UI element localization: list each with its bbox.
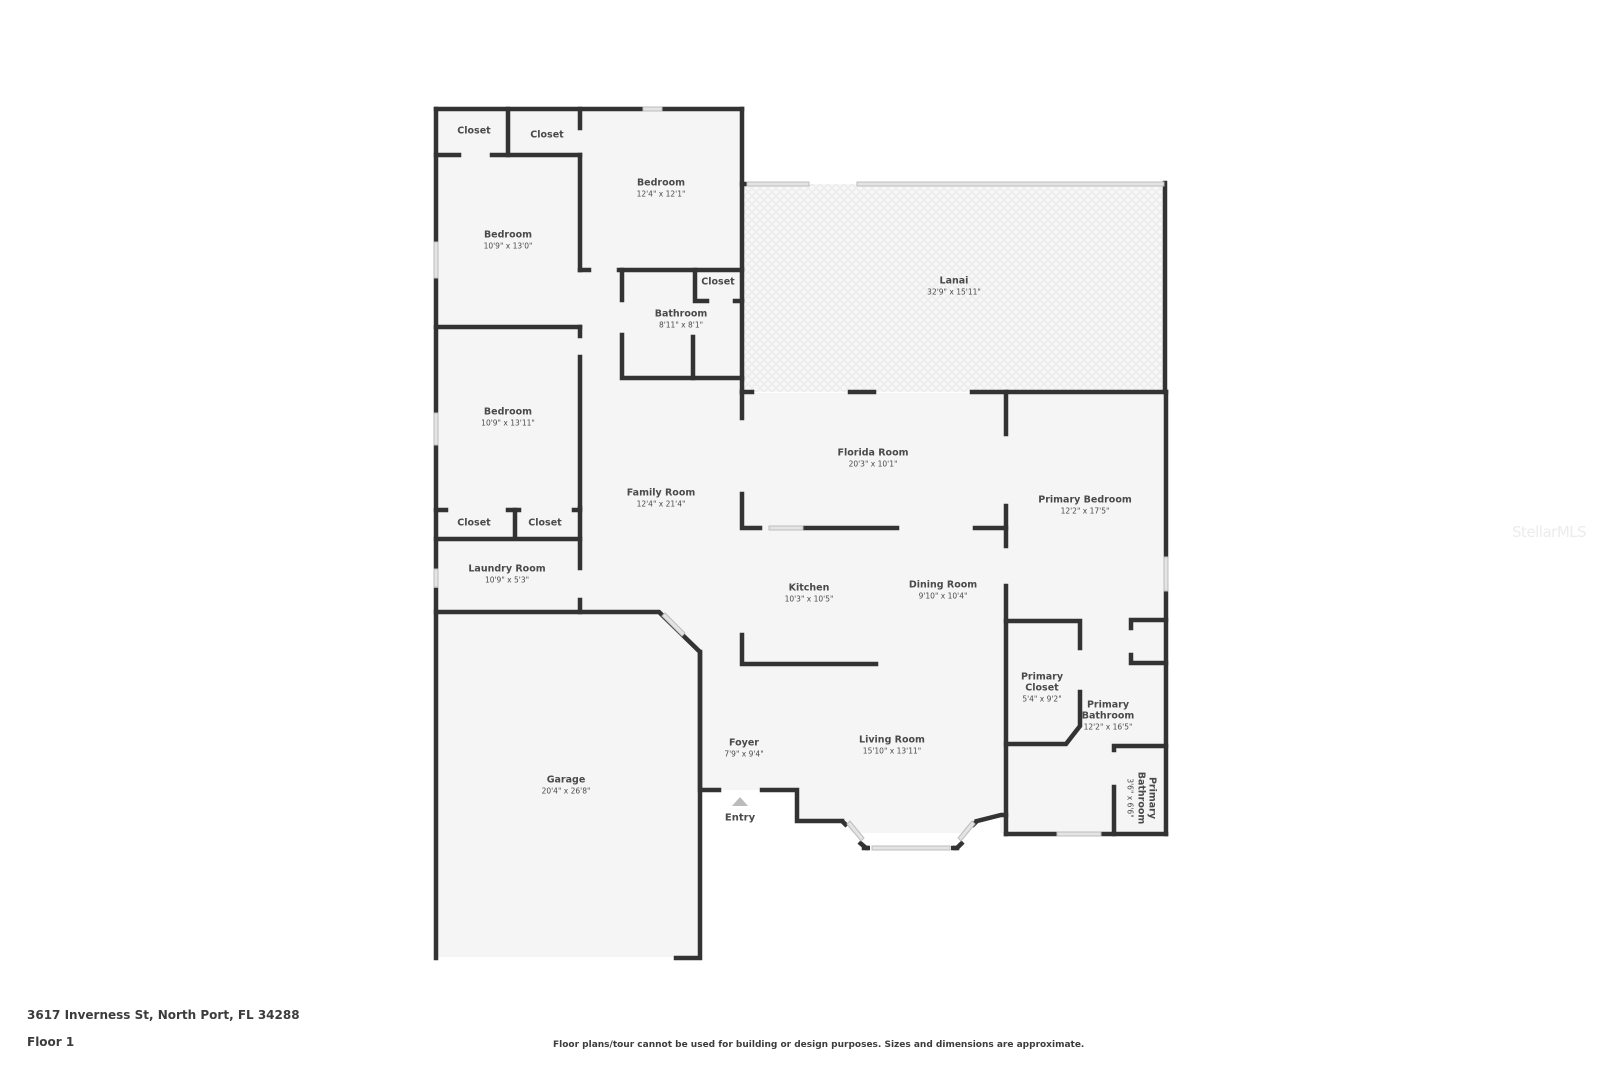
exterior-cutout-entry [701, 790, 1000, 1066]
room-closet-tl2: Closet [530, 129, 564, 141]
address: 3617 Inverness St, North Port, FL 34288 [27, 1008, 300, 1022]
floor-fills [436, 109, 1166, 957]
entry-arrow-icon [732, 797, 748, 806]
room-closet-bath: Closet [701, 276, 735, 288]
floor-label: Floor 1 [27, 1035, 75, 1049]
disclaimer: Floor plans/tour cannot be used for buil… [553, 1040, 1085, 1050]
entry-label: Entry [724, 812, 756, 824]
walls [433, 106, 1169, 961]
watermark: StellarMLS [1512, 523, 1587, 541]
lanai-floor [744, 184, 1165, 392]
exterior-cutout-garage-corner [659, 612, 742, 660]
room-closet-tl1: Closet [457, 125, 491, 137]
windows [433, 106, 1169, 851]
room-closet-b2: Closet [528, 517, 562, 529]
room-closet-b1: Closet [457, 517, 491, 529]
